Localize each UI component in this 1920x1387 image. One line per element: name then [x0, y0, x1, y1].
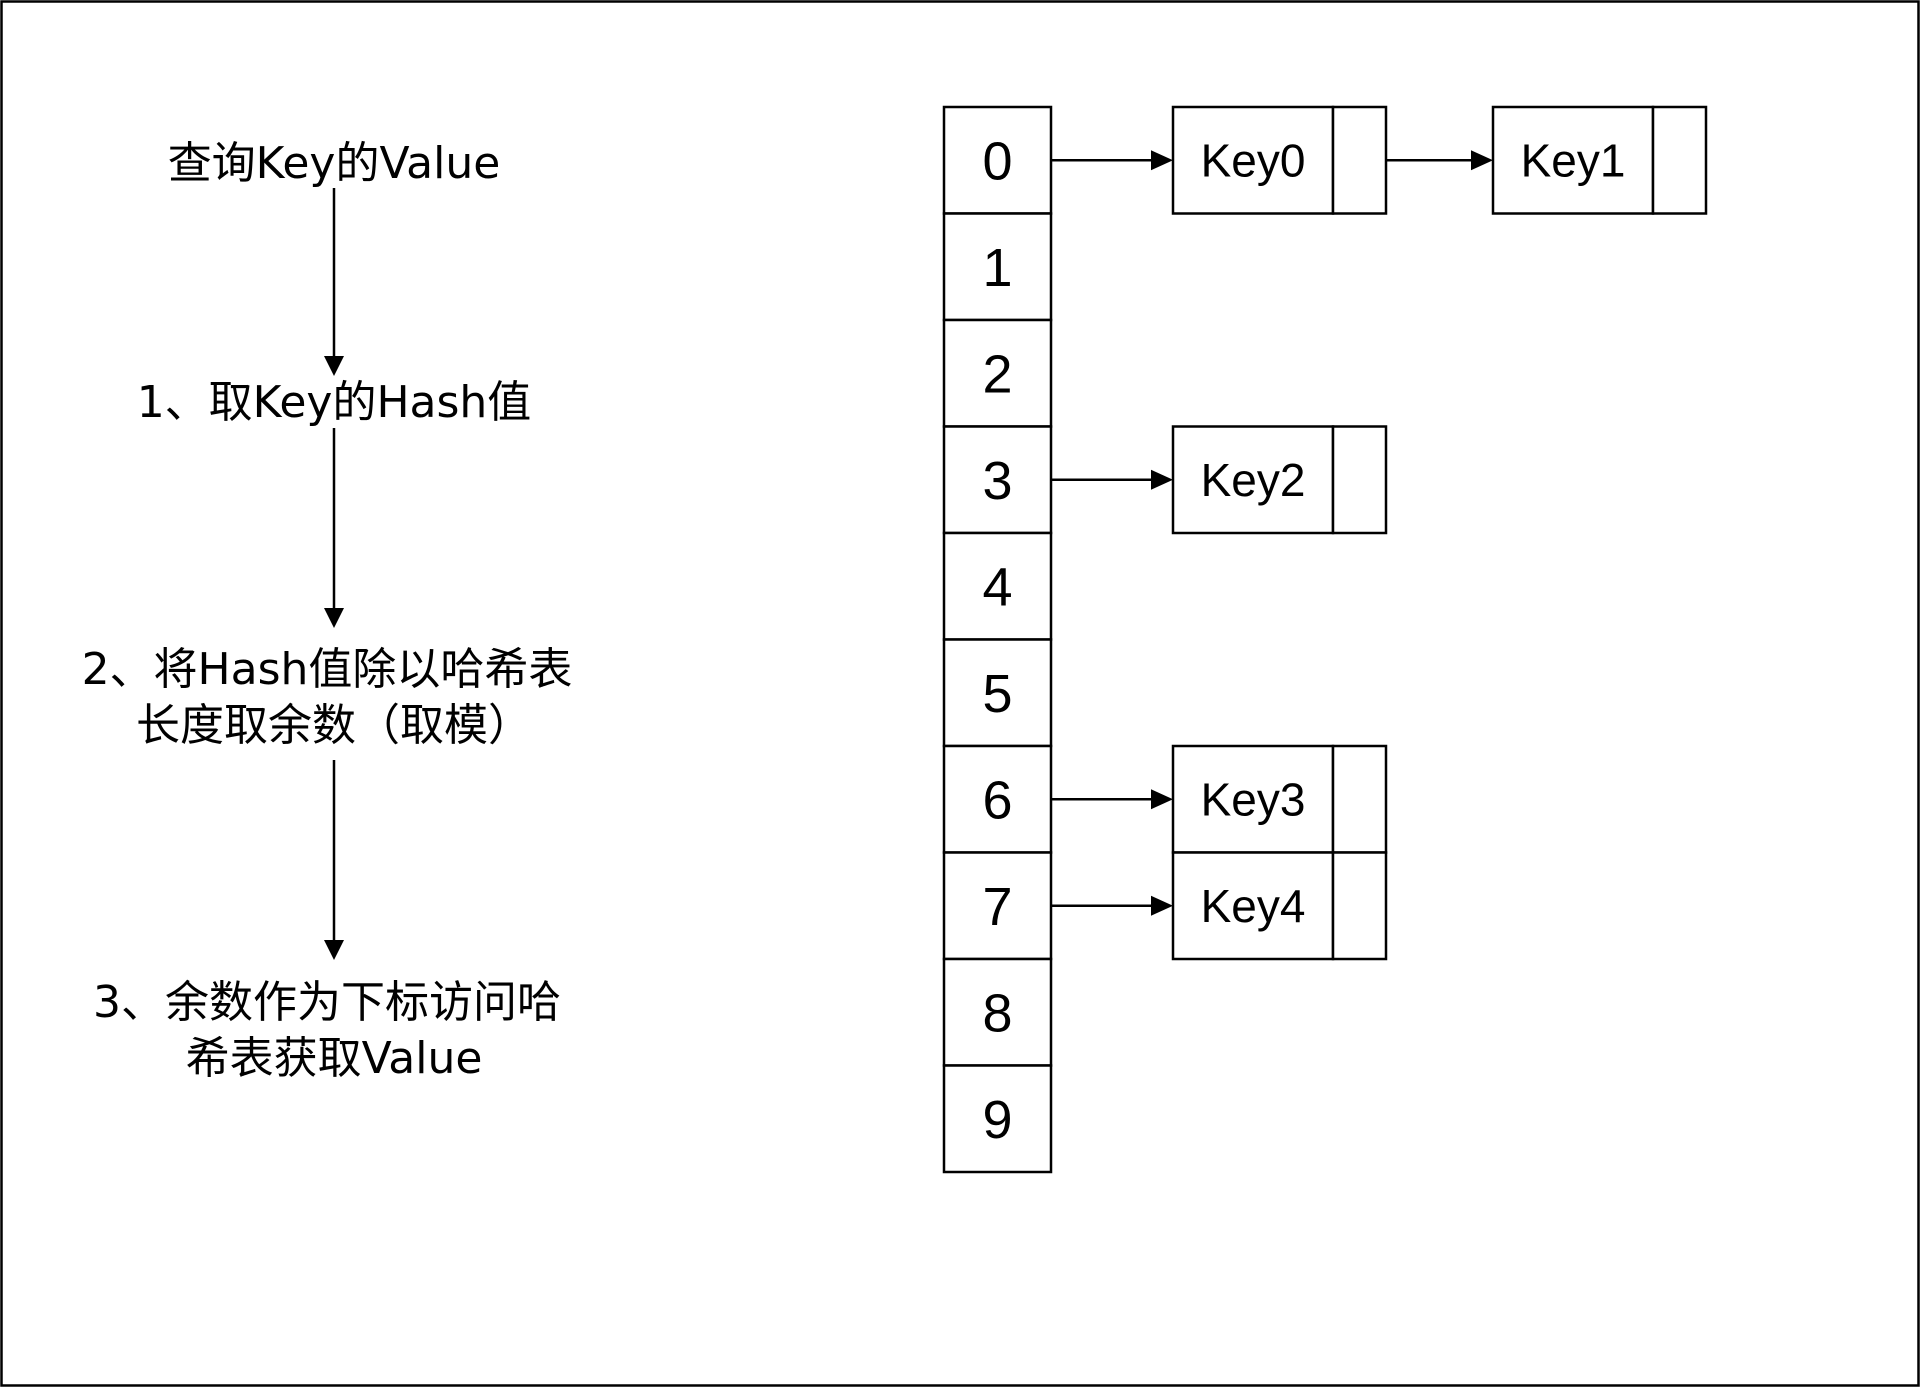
- bucket-to-key3-arrow: [1051, 789, 1173, 810]
- bucket-cell: [942, 851, 1053, 961]
- bucket-cell: [942, 212, 1053, 322]
- node-key-cell: [1171, 851, 1335, 961]
- bucket-index-label: 3: [982, 451, 1012, 511]
- node-key-cell: [1491, 105, 1655, 215]
- node-next-pointer-cell: [1331, 425, 1388, 535]
- flow-step-query: 查询Key的Value: [168, 138, 501, 189]
- flow-step-access-line-2: 希表获取Value: [186, 1033, 483, 1084]
- node-key-label: Key4: [1201, 880, 1306, 932]
- flow-step-modulo: 2、将Hash值除以哈希表 长度取余数（取模）: [82, 644, 587, 751]
- flow-arrow-2: [324, 428, 344, 628]
- node-key-label: Key1: [1521, 134, 1626, 186]
- bucket-to-key2-arrow: [1051, 469, 1173, 490]
- chain-node-key2: Key2: [1171, 425, 1388, 535]
- bucket-cell: [942, 957, 1053, 1067]
- flow-step-modulo-line-1: 2、将Hash值除以哈希表: [82, 644, 573, 695]
- bucket-index-label: 9: [982, 1090, 1012, 1150]
- bucket-4: 4: [942, 531, 1053, 641]
- node-key-label: Key2: [1201, 454, 1306, 506]
- node-key-label: Key3: [1201, 773, 1306, 825]
- node-next-pointer-cell: [1331, 105, 1388, 215]
- bucket-index-label: 5: [982, 664, 1012, 724]
- bucket-index-label: 4: [982, 557, 1012, 617]
- flow-step-hash-line: 1、取Key的Hash值: [137, 377, 532, 428]
- node-key-cell: [1171, 105, 1335, 215]
- bucket-index-label: 1: [982, 238, 1012, 298]
- bucket-index-label: 7: [982, 877, 1012, 937]
- next-to-key1-arrow: [1386, 150, 1493, 171]
- bucket-cell: [942, 318, 1053, 428]
- bucket-8: 8: [942, 957, 1053, 1067]
- node-key-cell: [1171, 744, 1335, 854]
- bucket-index-label: 8: [982, 983, 1012, 1043]
- bucket-cell: [942, 638, 1053, 748]
- bucket-1: 1: [942, 212, 1053, 322]
- chain-links: [1051, 150, 1493, 916]
- chain-node-key0: Key0: [1171, 105, 1388, 215]
- bucket-to-key4-arrow: [1051, 895, 1173, 916]
- flow-step-hash: 1、取Key的Hash值: [137, 377, 532, 428]
- flow-arrow-1: [324, 188, 344, 376]
- node-next-pointer-cell: [1651, 105, 1708, 215]
- bucket-cell: [942, 1064, 1053, 1174]
- bucket-cell: [942, 105, 1053, 215]
- bucket-5: 5: [942, 638, 1053, 748]
- bucket-9: 9: [942, 1064, 1053, 1174]
- flow-step-query-line: 查询Key的Value: [168, 138, 501, 189]
- hash-table-buckets: 0 1 2 3 4 5 6 7 8 9: [942, 105, 1053, 1174]
- bucket-index-label: 2: [982, 344, 1012, 404]
- lookup-flow: 查询Key的Value 1、取Key的Hash值 2、将Hash值除以哈希表 长…: [82, 138, 587, 1084]
- bucket-7: 7: [942, 851, 1053, 961]
- flow-arrow-3: [324, 760, 344, 960]
- flow-step-modulo-line-2: 长度取余数（取模）: [136, 700, 532, 751]
- node-key-label: Key0: [1201, 134, 1306, 186]
- flow-step-access: 3、余数作为下标访问哈 希表获取Value: [93, 977, 575, 1084]
- bucket-0: 0: [942, 105, 1053, 215]
- node-next-pointer-cell: [1331, 744, 1388, 854]
- bucket-to-key0-arrow: [1051, 150, 1173, 171]
- bucket-2: 2: [942, 318, 1053, 428]
- chain-node-key1: Key1: [1491, 105, 1708, 215]
- bucket-cell: [942, 531, 1053, 641]
- bucket-index-label: 6: [982, 770, 1012, 830]
- bucket-cell: [942, 744, 1053, 854]
- node-next-pointer-cell: [1331, 851, 1388, 961]
- bucket-index-label: 0: [982, 131, 1012, 191]
- chain-node-key3: Key3: [1171, 744, 1388, 854]
- bucket-6: 6: [942, 744, 1053, 854]
- chain-node-key4: Key4: [1171, 851, 1388, 961]
- flow-step-access-line-1: 3、余数作为下标访问哈: [93, 977, 561, 1028]
- bucket-3: 3: [942, 425, 1053, 535]
